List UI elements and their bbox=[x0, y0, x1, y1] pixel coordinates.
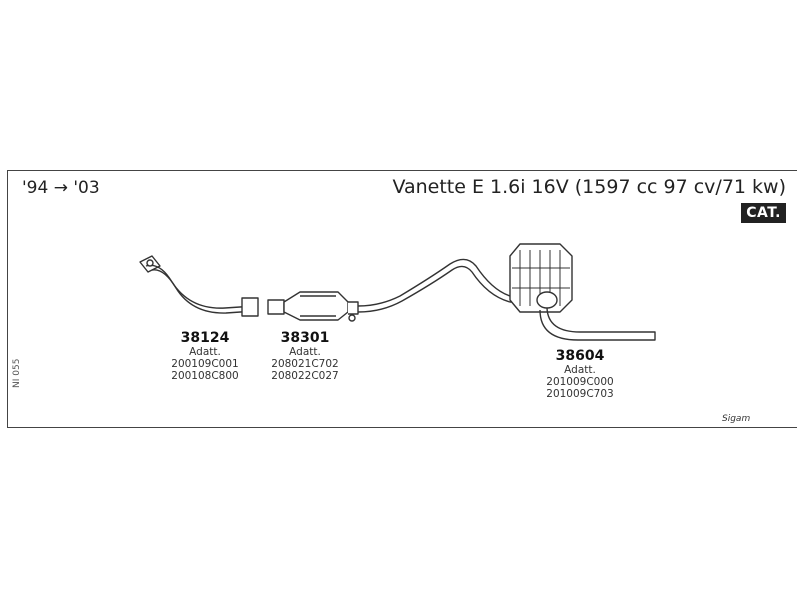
part-code: 38124 bbox=[180, 330, 230, 346]
ref-number: 208021C702 bbox=[271, 358, 339, 370]
ref-number: 200108C800 bbox=[171, 370, 239, 382]
front-pipe-38124 bbox=[139, 255, 259, 317]
vehicle-model: Vanette E 1.6i 16V (1597 cc 97 cv/71 kw) bbox=[392, 176, 786, 198]
side-code: NI 055 bbox=[12, 358, 22, 388]
ref-number: 201009C000 bbox=[546, 376, 614, 388]
part-label-38301: 38301 Adatt. 208021C702 208022C027 bbox=[250, 330, 360, 382]
diagram-panel bbox=[7, 170, 797, 428]
adatt-label: Adatt. bbox=[564, 364, 596, 376]
catalytic-badge: CAT. bbox=[741, 203, 786, 223]
ref-number: 208022C027 bbox=[271, 370, 339, 382]
adatt-label: Adatt. bbox=[289, 346, 321, 358]
part-label-38604: 38604 Adatt. 201009C000 201009C703 bbox=[525, 348, 635, 400]
brand-logo: Sigam bbox=[722, 414, 751, 424]
ref-number: 200109C001 bbox=[171, 358, 239, 370]
rear-silencer-38604 bbox=[357, 243, 656, 341]
part-code: 38301 bbox=[280, 330, 330, 346]
ref-number: 201009C703 bbox=[546, 388, 614, 400]
year-range: '94 → '03 bbox=[22, 178, 100, 198]
catalytic-converter-38301 bbox=[267, 291, 359, 322]
part-code: 38604 bbox=[555, 348, 605, 364]
part-label-38124: 38124 Adatt. 200109C001 200108C800 bbox=[150, 330, 260, 382]
adatt-label: Adatt. bbox=[189, 346, 221, 358]
